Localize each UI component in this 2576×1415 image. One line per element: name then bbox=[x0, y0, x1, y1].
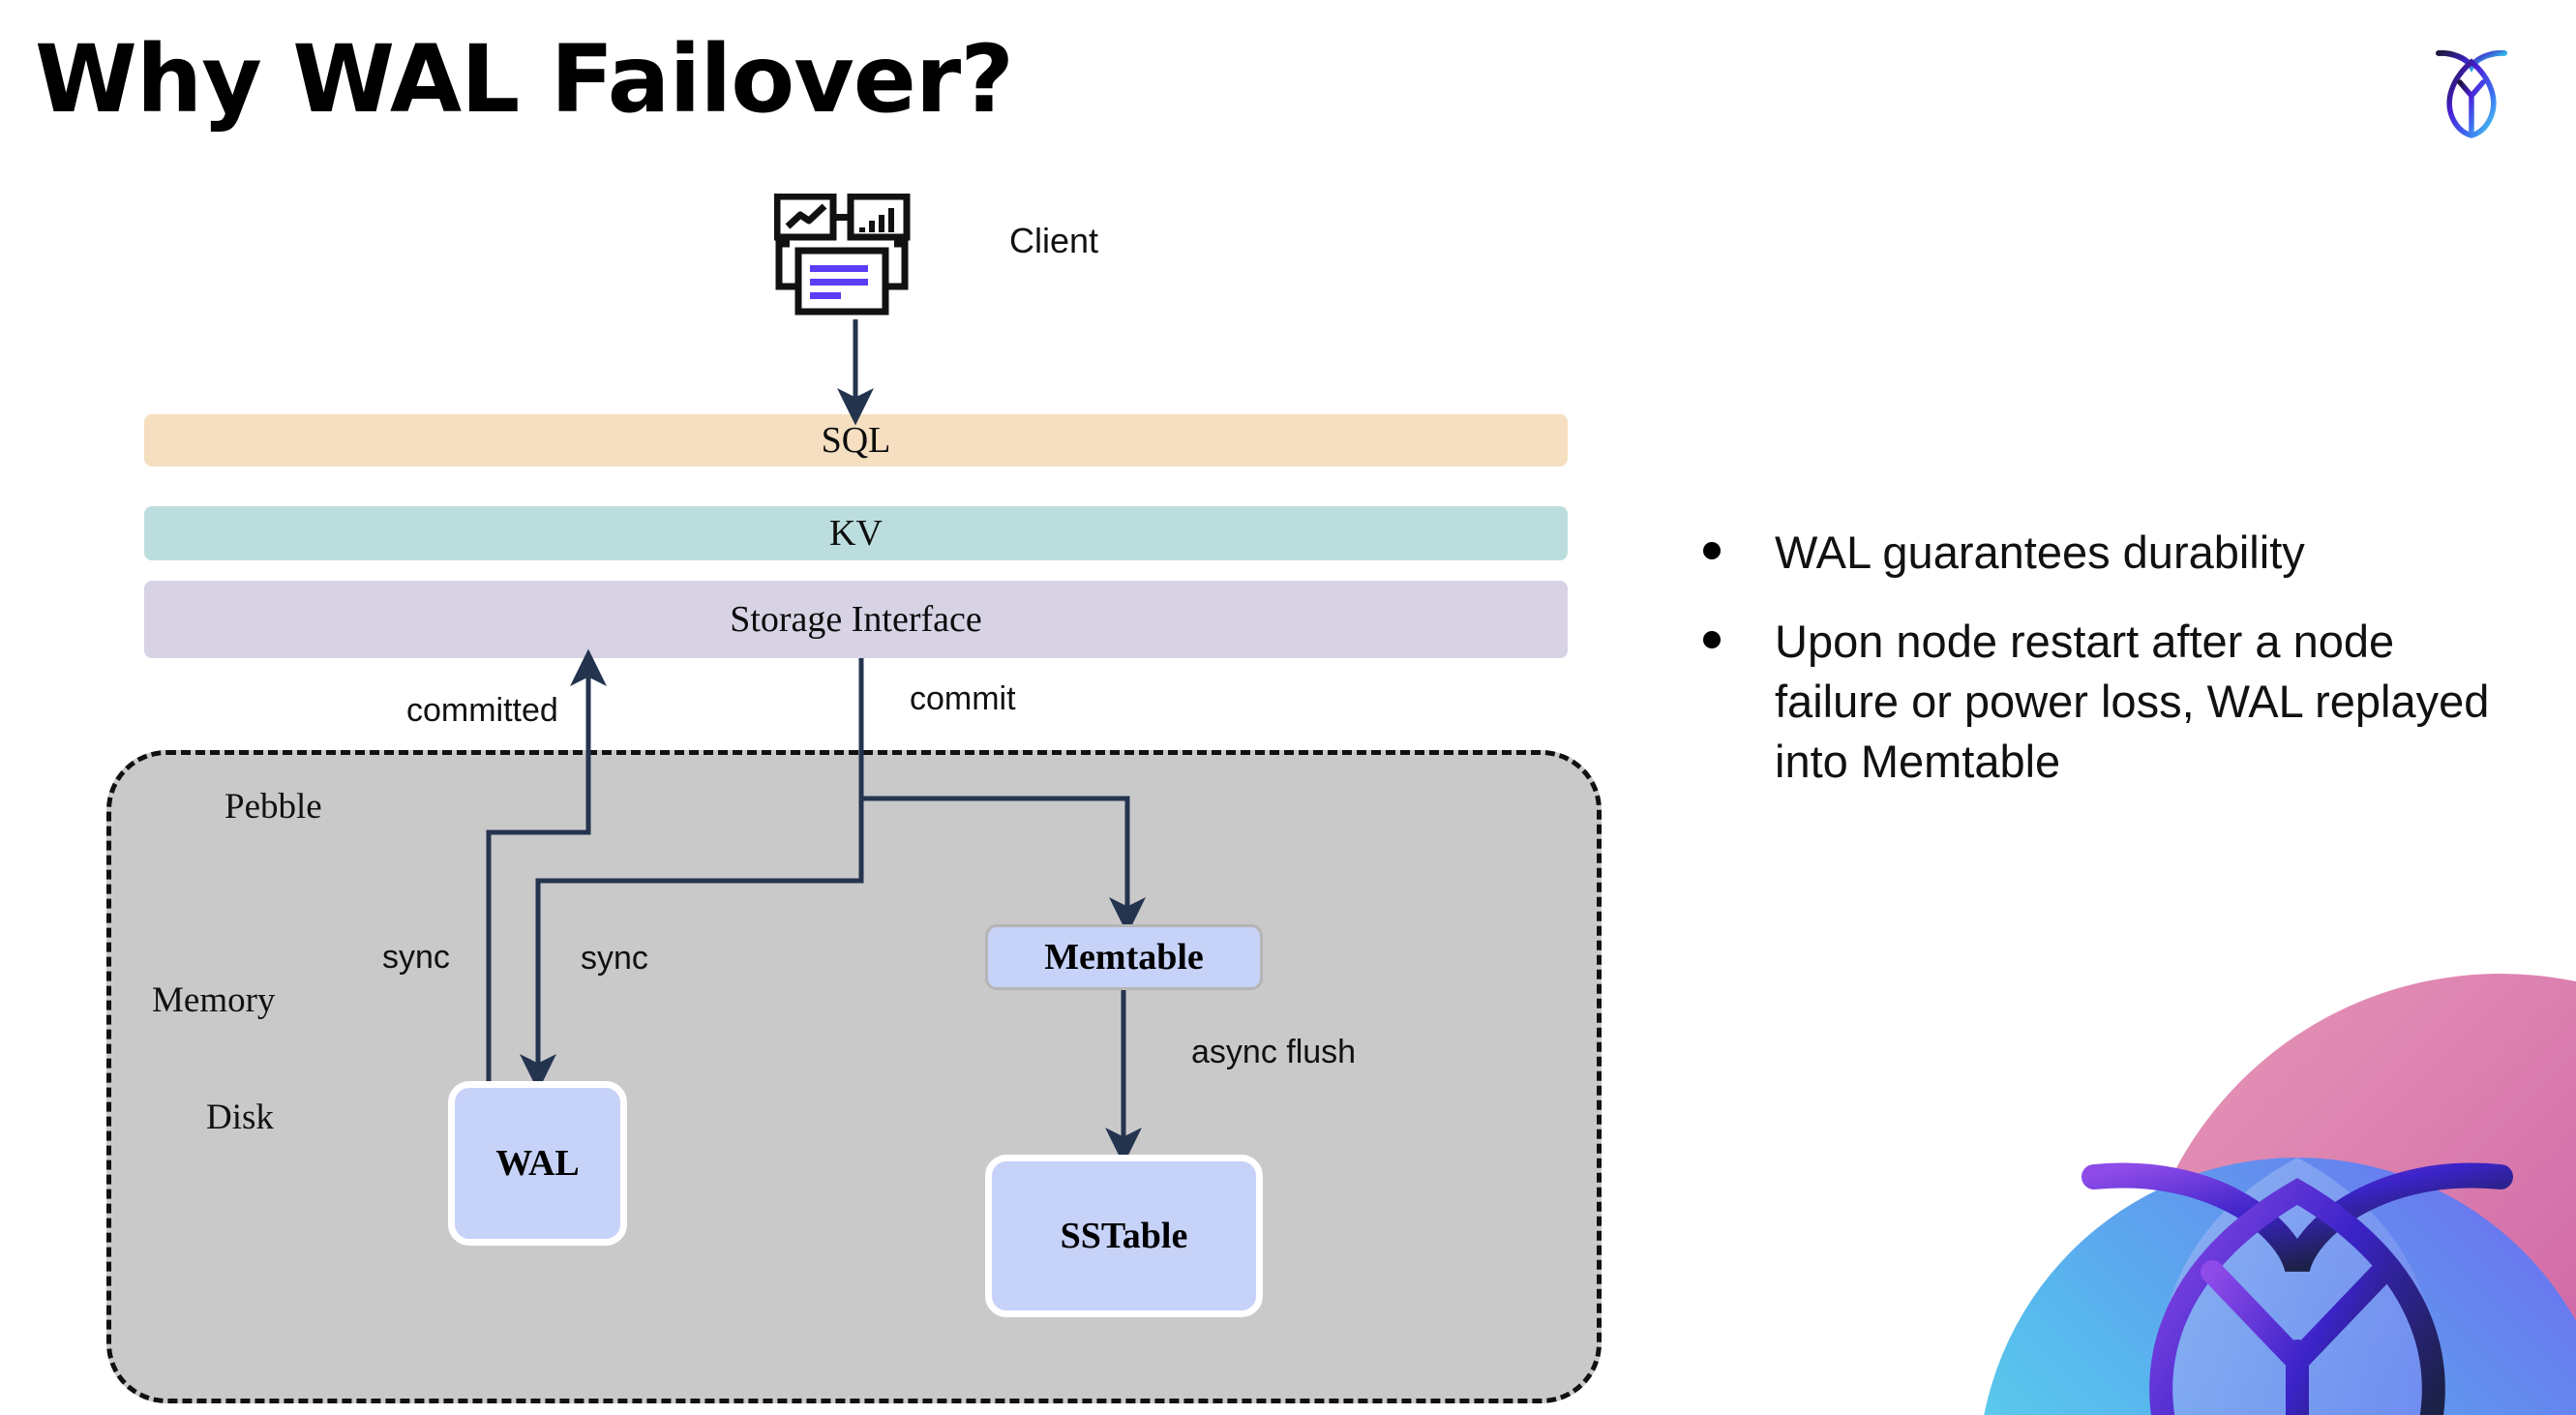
cockroach-labs-logo-icon bbox=[2417, 37, 2526, 145]
pebble-container bbox=[106, 750, 1602, 1403]
node-memtable-label: Memtable bbox=[1044, 937, 1204, 978]
layer-bar-sql-label: SQL bbox=[821, 420, 891, 461]
client-dashboard-icon bbox=[773, 193, 929, 319]
bullet-dot-icon bbox=[1703, 542, 1721, 559]
list-item: WAL guarantees durability bbox=[1703, 523, 2516, 583]
page-title: Why WAL Failover? bbox=[35, 25, 1014, 134]
node-memtable[interactable]: Memtable bbox=[985, 924, 1263, 990]
edge-label-committed: committed bbox=[406, 692, 558, 729]
layer-bar-storage-interface-label: Storage Interface bbox=[730, 599, 982, 640]
layer-bar-kv[interactable]: KV bbox=[144, 506, 1568, 560]
node-wal[interactable]: WAL bbox=[448, 1081, 627, 1246]
layer-bar-storage-interface[interactable]: Storage Interface bbox=[144, 581, 1568, 658]
list-item: Upon node restart after a node failure o… bbox=[1703, 612, 2516, 792]
bullet-dot-icon bbox=[1703, 631, 1721, 649]
layer-bar-sql[interactable]: SQL bbox=[144, 414, 1568, 467]
bullet-list: WAL guarantees durability Upon node rest… bbox=[1703, 523, 2516, 821]
bullet-text: WAL guarantees durability bbox=[1775, 527, 2305, 578]
node-sstable-label: SSTable bbox=[1060, 1216, 1188, 1256]
edge-label-async-flush: async flush bbox=[1191, 1034, 1357, 1070]
edge-label-sync-left: sync bbox=[382, 939, 450, 976]
node-wal-label: WAL bbox=[495, 1143, 580, 1184]
bullet-text: Upon node restart after a node failure o… bbox=[1775, 616, 2490, 788]
layer-bar-kv-label: KV bbox=[829, 513, 883, 554]
client-label: Client bbox=[1009, 221, 1099, 260]
node-sstable[interactable]: SSTable bbox=[985, 1155, 1263, 1317]
memory-label: Memory bbox=[152, 980, 276, 1020]
pebble-label: Pebble bbox=[225, 787, 322, 827]
edge-label-commit: commit bbox=[910, 680, 1016, 717]
edge-label-sync-right: sync bbox=[581, 940, 648, 977]
cockroach-labs-watermark-icon bbox=[1959, 935, 2576, 1415]
disk-label: Disk bbox=[206, 1098, 274, 1137]
